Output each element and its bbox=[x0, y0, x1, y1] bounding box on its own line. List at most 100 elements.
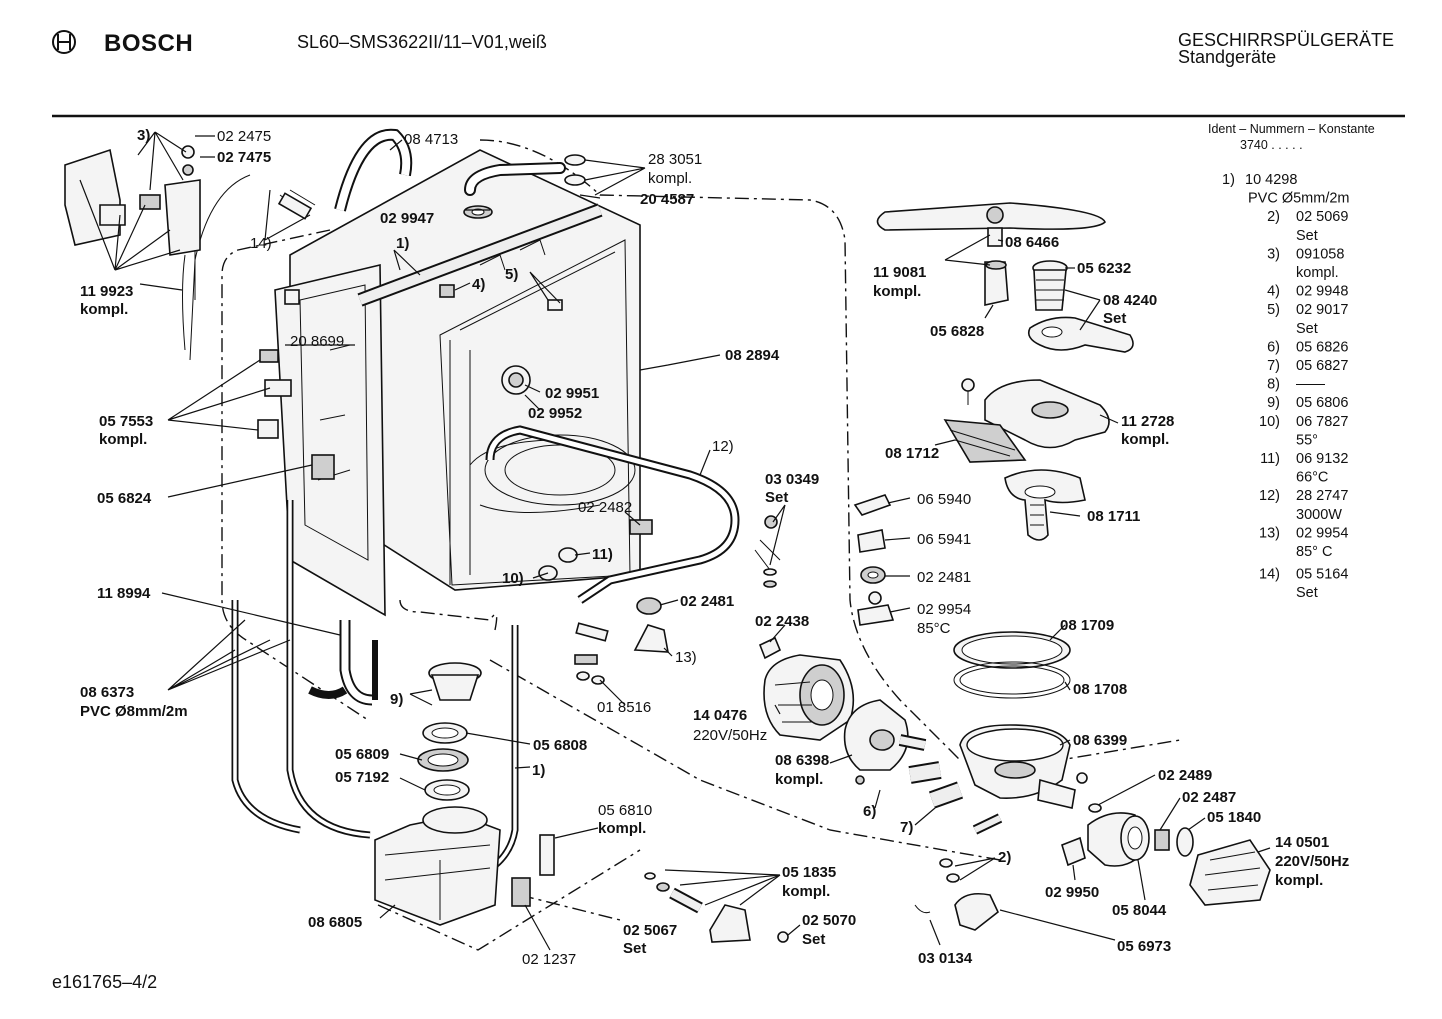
legend-row-value: Set bbox=[1296, 321, 1318, 337]
label-018516: 01 8516 bbox=[597, 699, 651, 716]
label-082894: 08 2894 bbox=[725, 347, 780, 364]
label-030134: 03 0134 bbox=[918, 950, 973, 967]
legend-row-number: 3) bbox=[1267, 246, 1280, 262]
label-029951: 02 9951 bbox=[545, 385, 599, 402]
label-140476-voltage: 220V/50Hz bbox=[693, 727, 767, 744]
label-022475: 02 2475 bbox=[217, 128, 271, 145]
legend-constant: 3740 . . . . . bbox=[1240, 138, 1303, 152]
sensor-small-parts bbox=[574, 494, 895, 685]
legend-row-value: PVC Ø5mm/2m bbox=[1248, 191, 1350, 207]
label-057192: 05 7192 bbox=[335, 769, 389, 786]
legend-row-value: 02 9948 bbox=[1296, 284, 1348, 300]
legend-row-value: 3000W bbox=[1296, 507, 1342, 523]
label-283051-kompl: kompl. bbox=[648, 170, 692, 187]
label-027475: 02 7475 bbox=[217, 149, 271, 166]
label-2: 2) bbox=[998, 849, 1011, 866]
label-12: 12) bbox=[712, 438, 734, 455]
label-022489: 02 2489 bbox=[1158, 767, 1212, 784]
label-140476: 14 0476 bbox=[693, 707, 747, 724]
part-labels: 3) 02 2475 02 7475 11 9923 kompl. 14) 08… bbox=[80, 127, 1349, 968]
circulation-pump bbox=[763, 654, 1003, 835]
model-title: SL60–SMS3622II/11–V01,weiß bbox=[297, 32, 547, 52]
legend-row-value: 28 2747 bbox=[1296, 488, 1348, 504]
legend-row-number: 8) bbox=[1267, 377, 1280, 393]
legend-row-value: 02 5069 bbox=[1296, 209, 1348, 225]
label-081712: 08 1712 bbox=[885, 445, 939, 462]
label-140501-kompl: kompl. bbox=[1275, 872, 1323, 889]
tub-body bbox=[274, 149, 641, 617]
leader-lines bbox=[79, 131, 1271, 951]
legend-row-value: kompl. bbox=[1296, 265, 1339, 281]
label-051835-kompl: kompl. bbox=[782, 883, 830, 900]
legend-row-value: 05 5164 bbox=[1296, 567, 1348, 583]
label-6: 6) bbox=[863, 803, 876, 820]
label-084240-set: Set bbox=[1103, 310, 1126, 327]
label-065941: 06 5941 bbox=[917, 531, 971, 548]
label-1a: 1) bbox=[396, 235, 409, 252]
label-204587: 20 4587 bbox=[640, 191, 694, 208]
legend-row-number: 5) bbox=[1267, 302, 1280, 318]
header: BOSCH SL60–SMS3622II/11–V01,weiß GESCHIR… bbox=[52, 30, 1405, 118]
label-119923: 11 9923 bbox=[80, 283, 133, 300]
label-4: 4) bbox=[472, 276, 485, 293]
legend-title: Ident – Nummern – Konstante bbox=[1208, 122, 1375, 136]
label-081709: 08 1709 bbox=[1060, 617, 1114, 634]
label-283051: 28 3051 bbox=[648, 151, 702, 168]
legend-row-value: 10 4298 bbox=[1245, 172, 1297, 188]
legend: Ident – Nummern – Konstante 3740 . . . .… bbox=[1208, 122, 1375, 601]
label-086399: 08 6399 bbox=[1073, 732, 1127, 749]
label-119081-kompl: kompl. bbox=[873, 283, 921, 300]
label-021237: 02 1237 bbox=[522, 951, 576, 968]
legend-row-number: 2) bbox=[1267, 209, 1280, 225]
label-025070-set: Set bbox=[802, 931, 825, 948]
label-025070: 02 5070 bbox=[802, 912, 856, 929]
label-081708: 08 1708 bbox=[1073, 681, 1127, 698]
label-081711: 08 1711 bbox=[1087, 508, 1140, 525]
legend-row-number: 12) bbox=[1259, 488, 1280, 504]
label-025067-set: Set bbox=[623, 940, 646, 957]
label-065940: 06 5940 bbox=[917, 491, 971, 508]
label-029947: 02 9947 bbox=[380, 210, 434, 227]
label-022481b: 02 2481 bbox=[917, 569, 971, 586]
legend-row-value: 06 7827 bbox=[1296, 414, 1348, 430]
legend-row-value: 55° bbox=[1296, 432, 1318, 448]
label-3: 3) bbox=[137, 127, 150, 144]
label-022481a: 02 2481 bbox=[680, 593, 734, 610]
label-10: 10) bbox=[502, 570, 524, 587]
label-029954: 02 9954 bbox=[917, 601, 971, 618]
label-112728-kompl: kompl. bbox=[1121, 431, 1169, 448]
legend-row-value: Set bbox=[1296, 585, 1318, 601]
label-056808: 05 6808 bbox=[533, 737, 587, 754]
label-086398-kompl: kompl. bbox=[775, 771, 823, 788]
label-112728: 11 2728 bbox=[1121, 413, 1174, 430]
label-056809: 05 6809 bbox=[335, 746, 389, 763]
label-056824: 05 6824 bbox=[97, 490, 152, 507]
brand-name: BOSCH bbox=[104, 30, 193, 57]
subcategory-title: Standgeräte bbox=[1178, 47, 1276, 67]
label-084240: 08 4240 bbox=[1103, 292, 1157, 309]
label-084713: 08 4713 bbox=[404, 131, 458, 148]
label-057553-kompl: kompl. bbox=[99, 431, 147, 448]
label-022482: 02 2482 bbox=[578, 499, 632, 516]
label-119081: 11 9081 bbox=[873, 264, 926, 281]
legend-row-value: 05 6806 bbox=[1296, 395, 1348, 411]
label-208699: 20 8699 bbox=[290, 333, 344, 350]
legend-row-number: 14) bbox=[1259, 567, 1280, 583]
label-029950: 02 9950 bbox=[1045, 884, 1099, 901]
heating-element bbox=[485, 425, 740, 604]
legend-row-number: 13) bbox=[1259, 525, 1280, 541]
label-051840: 05 1840 bbox=[1207, 809, 1261, 826]
legend-row-value: 06 9132 bbox=[1296, 451, 1348, 467]
label-051835: 05 1835 bbox=[782, 864, 836, 881]
legend-row-number: 11) bbox=[1260, 451, 1280, 467]
category-title: GESCHIRRSPÜLGERÄTE bbox=[1178, 30, 1394, 50]
label-056973: 05 6973 bbox=[1117, 938, 1171, 955]
legend-row-value: 05 6827 bbox=[1296, 358, 1348, 374]
label-14: 14) bbox=[250, 235, 272, 252]
label-13: 13) bbox=[675, 649, 697, 666]
label-1b: 1) bbox=[532, 762, 545, 779]
label-086373-pvc: PVC Ø8mm/2m bbox=[80, 703, 188, 720]
legend-row-number: 10) bbox=[1259, 414, 1280, 430]
